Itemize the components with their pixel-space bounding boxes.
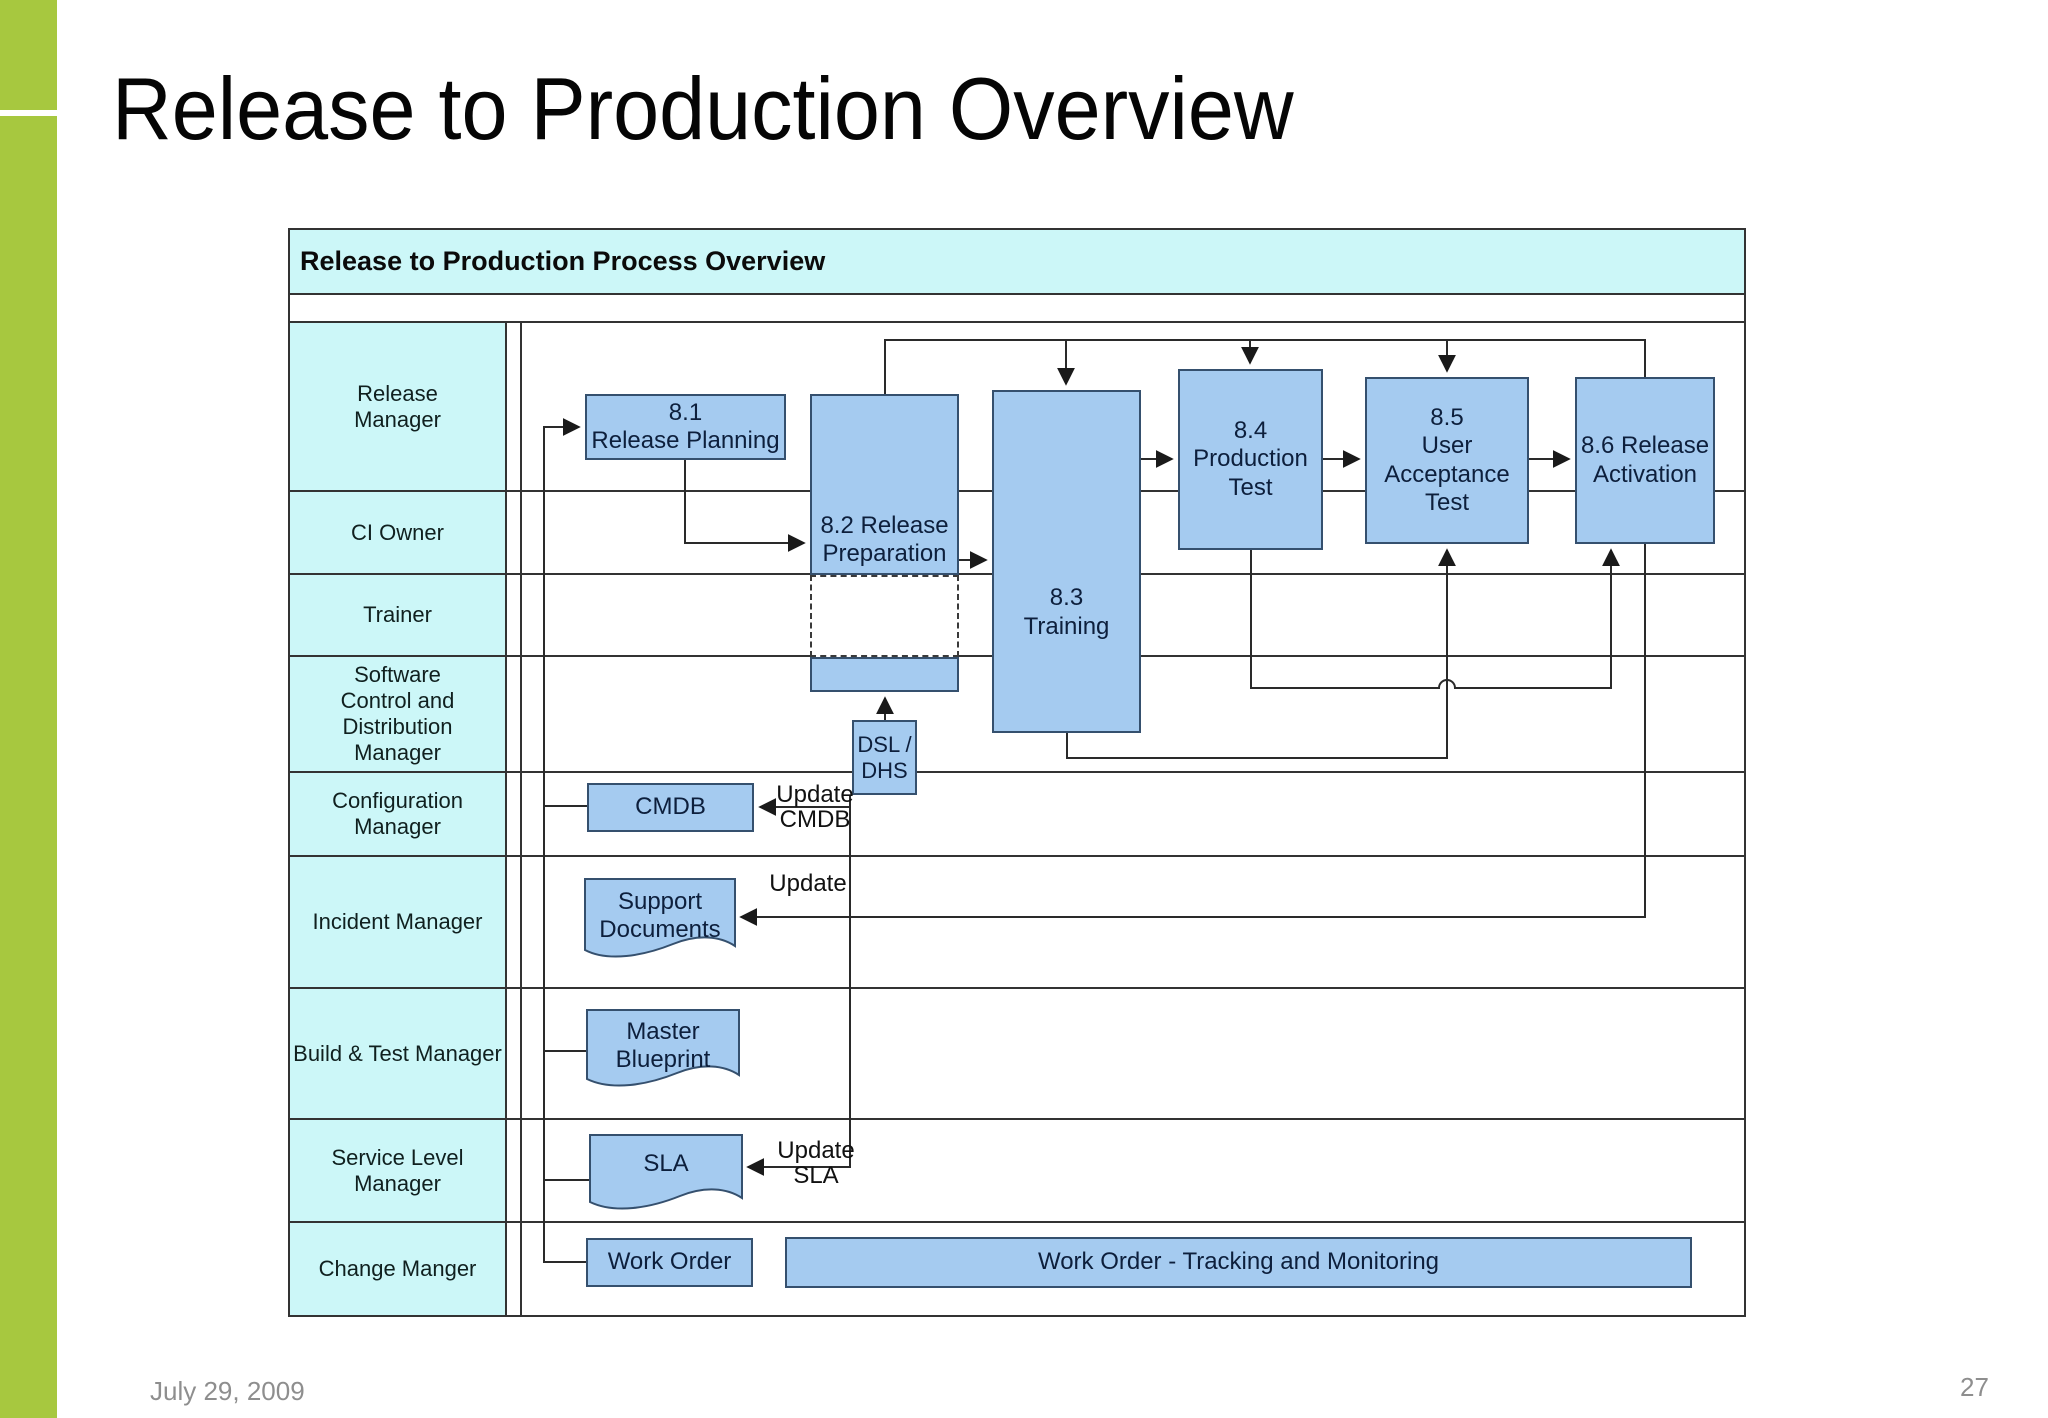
lane-configuration-manager: Configuration Manager — [290, 773, 1744, 857]
work-order-tracking-box: Work Order - Tracking and Monitoring — [785, 1237, 1692, 1288]
master-blueprint-label: Master Blueprint — [615, 1018, 711, 1074]
update-label: Update — [769, 870, 847, 897]
diagram-header: Release to Production Process Overview — [290, 230, 1744, 295]
page-title: Release to Production Overview — [112, 59, 1294, 158]
lane-label: Configuration Manager — [290, 773, 507, 855]
process-8-4-production-test: 8.4 Production Test — [1178, 369, 1323, 550]
work-order-box: Work Order — [586, 1238, 753, 1287]
lane-label: Trainer — [290, 575, 507, 655]
process-8-5-user-acceptance-test: 8.5 User Acceptance Test — [1365, 377, 1529, 544]
process-8-2-lower — [810, 657, 959, 692]
lane-service-level-manager: Service Level Manager — [290, 1120, 1744, 1223]
lane-change-manager: Change Manger — [290, 1223, 1744, 1315]
lane-incident-manager: Incident Manager — [290, 857, 1744, 989]
lane-label: Software Control and Distribution Manage… — [290, 657, 507, 771]
work-area-border — [520, 323, 522, 1317]
process-8-6-release-activation: 8.6 Release Activation — [1575, 377, 1715, 544]
process-8-2-release-preparation: 8.2 Release Preparation — [820, 512, 949, 568]
accent-bar — [0, 116, 57, 1418]
lane-label: CI Owner — [290, 492, 507, 573]
lane-label: Service Level Manager — [290, 1120, 507, 1221]
lane-label: Change Manger — [290, 1223, 507, 1315]
swimlane-diagram: Release to Production Process Overview R… — [288, 228, 1746, 1317]
lane-label: Release Manager — [290, 323, 507, 490]
lane-label: Build & Test Manager — [290, 989, 507, 1118]
lane-label: Incident Manager — [290, 857, 507, 987]
process-8-3-training: 8.3 Training — [992, 390, 1141, 733]
diagram-title: Release to Production Process Overview — [300, 246, 826, 276]
process-8-2-trainer-dashed — [810, 575, 959, 657]
update-sla-label: Update SLA — [777, 1137, 855, 1190]
update-cmdb-label: Update CMDB — [776, 781, 854, 834]
cmdb-box: CMDB — [587, 783, 754, 832]
support-documents-label: Support Documents — [599, 888, 721, 944]
slide-page-number: 27 — [1960, 1372, 1989, 1402]
accent-bar-top — [0, 0, 57, 110]
diagram-subband — [290, 295, 1744, 323]
lane-build-test-manager: Build & Test Manager — [290, 989, 1744, 1120]
sla-label: SLA — [643, 1150, 689, 1177]
process-8-1-release-planning: 8.1 Release Planning — [585, 394, 786, 460]
slide-date: July 29, 2009 — [150, 1376, 305, 1406]
